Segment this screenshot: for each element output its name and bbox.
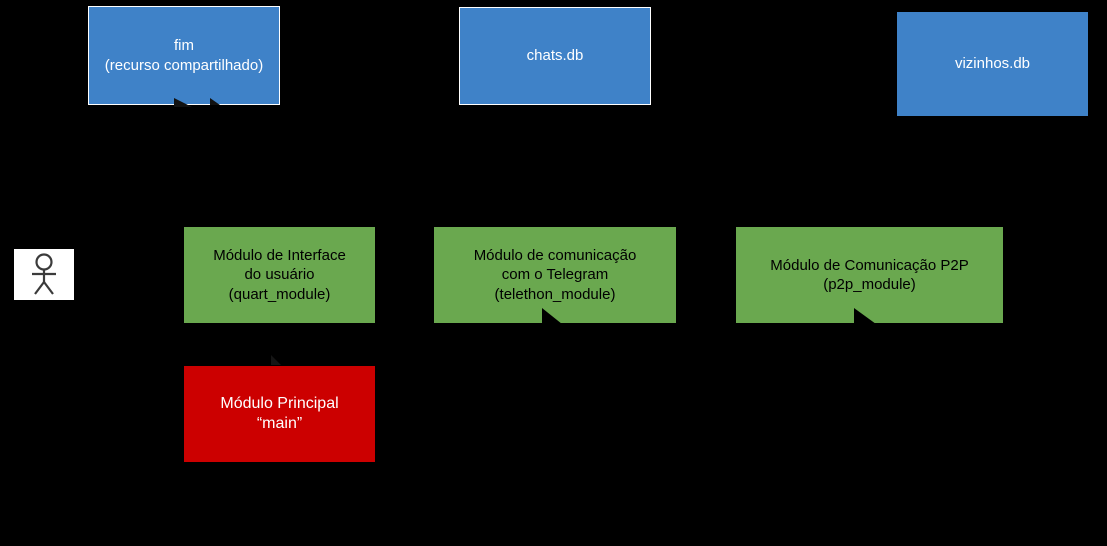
node-telethon-module-label: Módulo de comunicação com o Telegram (te…: [473, 247, 637, 303]
node-chats-db[interactable]: chats.db: [459, 7, 651, 105]
node-quart-module-label: Módulo de Interface do usuário (quart_mo…: [213, 247, 346, 303]
node-main-module-label: Módulo Principal “main”: [220, 394, 339, 432]
node-chats-db-label: chats.db: [526, 47, 584, 65]
node-fim-label: fim (recurso compartilhado): [104, 37, 264, 74]
node-main-module[interactable]: Módulo Principal “main”: [184, 366, 375, 462]
user-actor[interactable]: [14, 249, 74, 300]
node-p2p-module-label: Módulo de Comunicação P2P (p2p_module): [770, 256, 969, 293]
node-telethon-module[interactable]: Módulo de comunicação com o Telegram (te…: [434, 227, 676, 323]
node-p2p-module[interactable]: Módulo de Comunicação P2P (p2p_module): [736, 227, 1003, 323]
node-fim[interactable]: fim (recurso compartilhado): [88, 6, 280, 105]
node-quart-module[interactable]: Módulo de Interface do usuário (quart_mo…: [184, 227, 375, 323]
node-vizinhos-db-label: vizinhos.db: [954, 55, 1031, 73]
node-vizinhos-db[interactable]: vizinhos.db: [897, 12, 1088, 116]
stick-figure-icon: [32, 253, 56, 295]
